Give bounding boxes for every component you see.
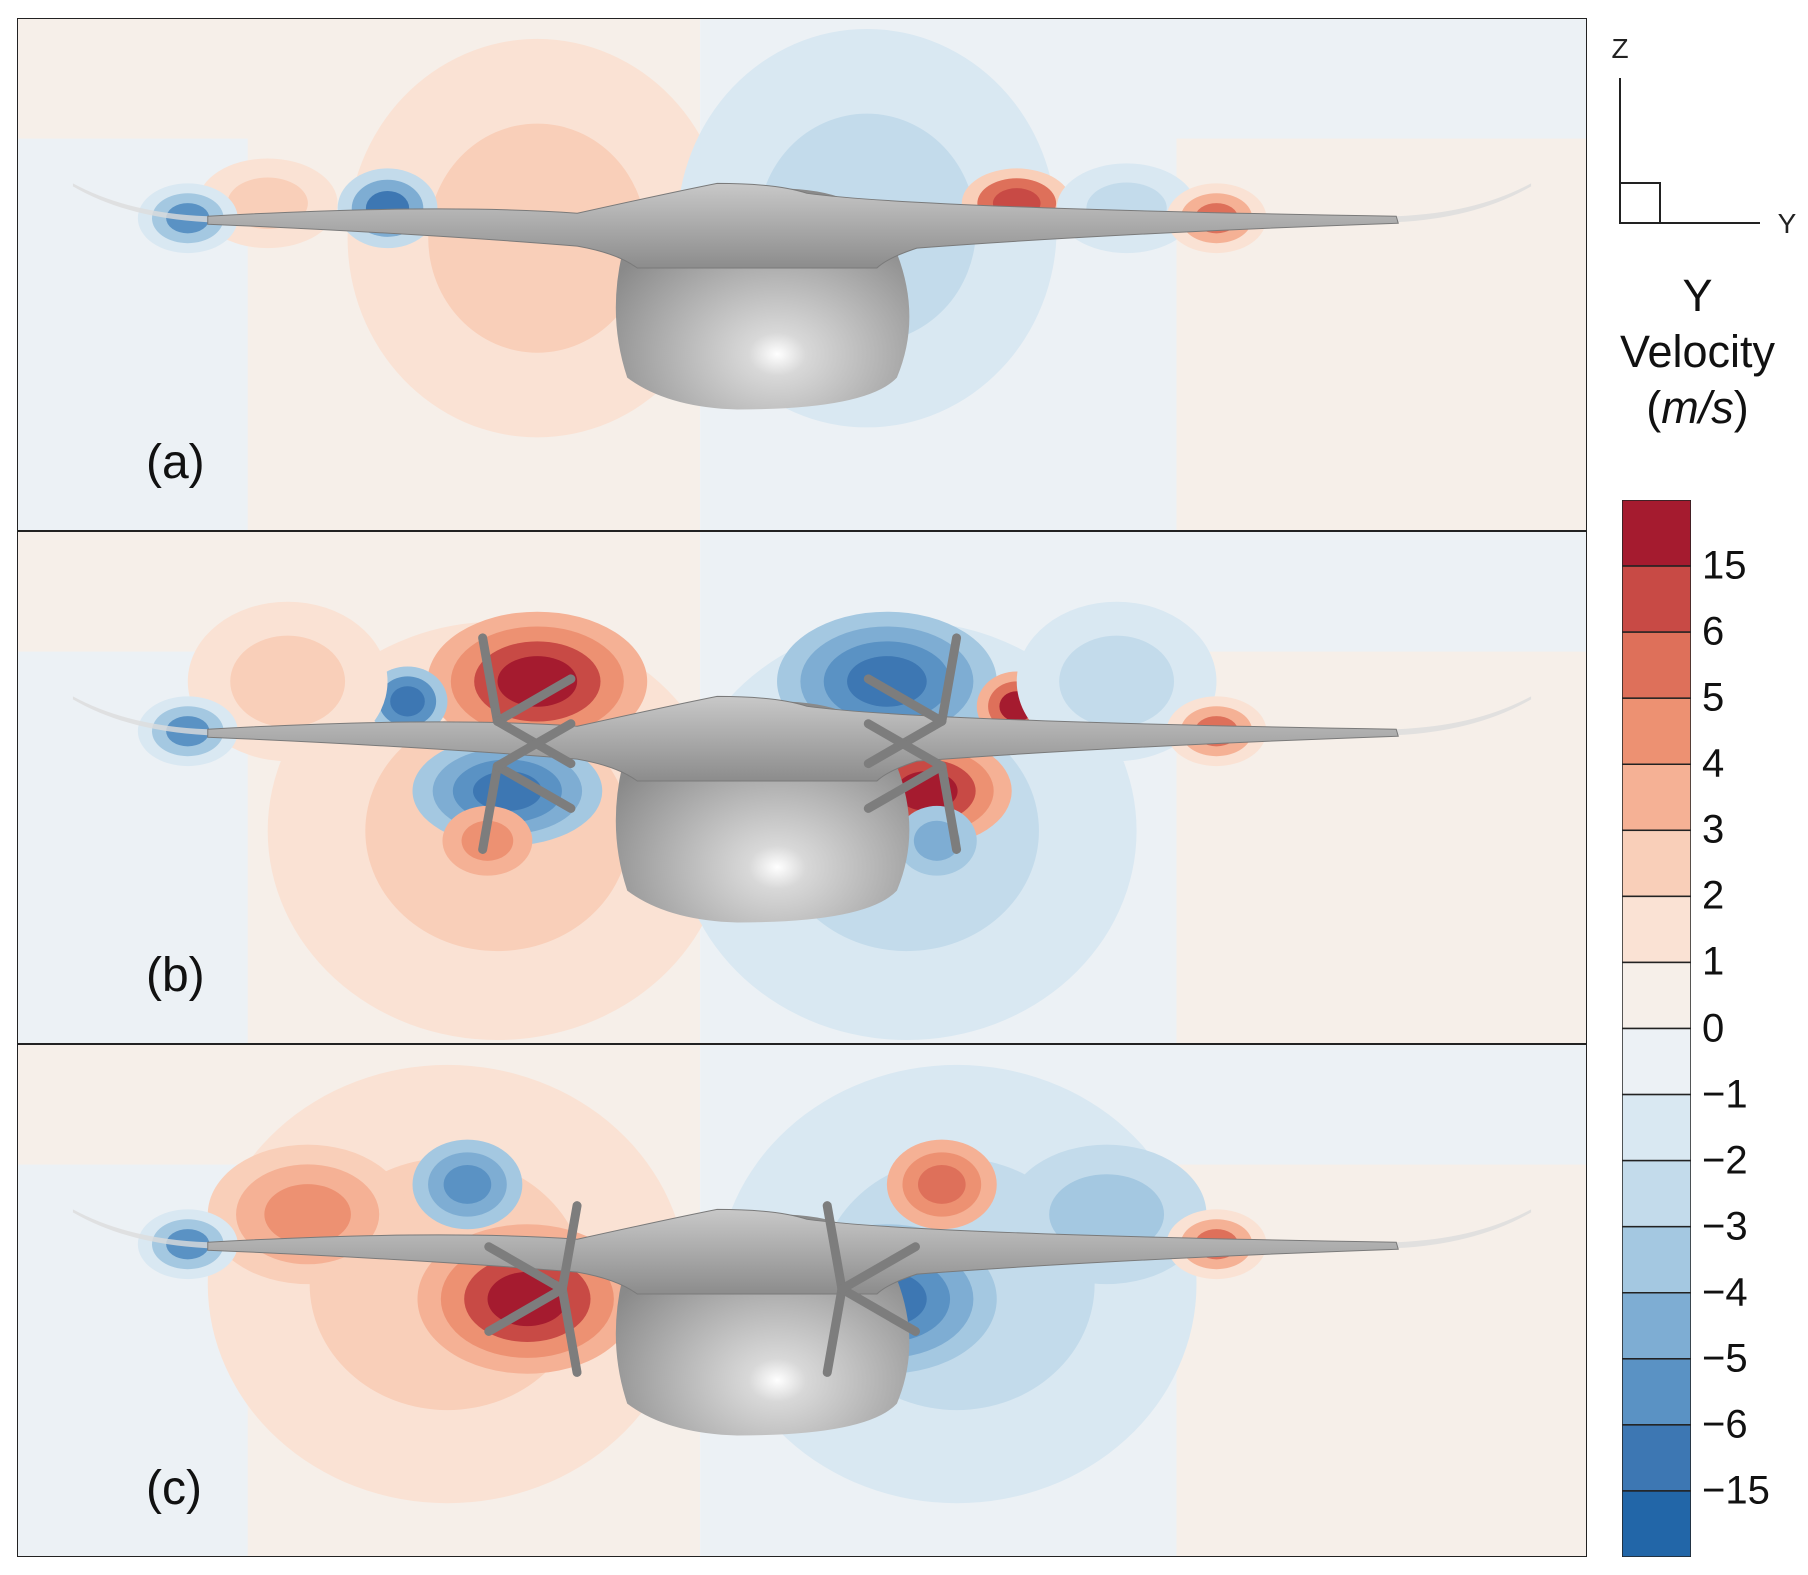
main-wing [207,1208,1399,1295]
colorbar-tick-label: 15 [1702,543,1747,588]
contour-band [390,686,425,717]
colorbar-title-line1: Y [1682,270,1713,321]
contour-plot-a [18,19,1586,530]
colorbar-level [1622,500,1691,567]
colorbar-tick-label: 1 [1702,939,1725,984]
wingtip-left [72,696,208,736]
panel-label-b: (b) [146,949,205,1002]
contour-plot-b [18,532,1586,1043]
rotor-blade [492,761,576,813]
colorbar-level [1622,697,1691,765]
colorbar-tick-label: 0 [1702,1006,1725,1050]
rotor-blade [557,1284,582,1377]
colorbar-tick-label: −5 [1702,1336,1748,1381]
colorbar-level [1622,1424,1691,1492]
contour-band [472,771,542,811]
colorbar-level [1622,1093,1691,1162]
rotor-blade [492,719,576,771]
colorbar-level [1622,1358,1691,1426]
contour-band [913,820,960,861]
colorbar-labels: 15 6 5 4 3 2 1 0 −1 −2 −3 −4 −5 −6 −15 [1702,500,1802,1557]
wingtip-right [1396,1209,1532,1249]
colorbar-tick-label: 6 [1702,609,1725,654]
colorbar-level [1622,1292,1691,1360]
colorbar-level [1622,895,1691,964]
contour-panel-a: (a) [17,18,1587,531]
colorbar-units: m/s [1661,382,1734,433]
rotor-blade [557,1201,582,1294]
colorbar-level [1622,1159,1691,1228]
panel-label-c: (c) [146,1462,202,1515]
colorbar [1622,500,1691,1557]
axis-triad: Z Y [1611,33,1797,239]
rotor-blade [484,1242,567,1294]
rotor-blade [484,1284,567,1336]
rotor-blade [478,761,502,854]
rotor-blade [863,674,947,726]
wingtip-right [1396,696,1532,736]
rotor-blade [478,633,502,726]
contour-band [264,1184,351,1245]
colorbar-tick-label: −15 [1702,1468,1770,1513]
colorbar-tick-label: 5 [1702,675,1725,720]
axis-label-y: Y [1778,208,1797,239]
main-wing [207,695,1399,782]
colorbar-tick-label: 3 [1702,807,1725,852]
contour-panel-c: (c) [17,1044,1587,1557]
wingtip-right [1396,183,1532,223]
rotor-blade [822,1284,847,1377]
rotor-blade [492,674,576,726]
colorbar-level [1622,1225,1691,1294]
colorbar-level [1622,631,1691,699]
colorbar-tick-label: −1 [1702,1072,1748,1117]
colorbar-title: Y Velocity (m/s) [1590,268,1805,436]
colorbar-level [1622,961,1691,1030]
rotor-blade [822,1201,847,1294]
contour-band [847,656,927,707]
rotor-blade [837,1242,920,1294]
colorbar-level [1622,1490,1691,1557]
contour-panel-b: (b) [17,531,1587,1044]
contour-band [443,1165,492,1204]
colorbar-title-units: (m/s) [1646,382,1749,433]
panel-label-a: (a) [146,436,205,489]
aircraft-c [72,1201,1532,1436]
wingtip-left [72,1209,208,1249]
rotor-blade [937,633,962,726]
contour-band [1059,635,1175,728]
contour-band [1049,1174,1165,1255]
contour-band [497,656,578,707]
contour-band [230,635,346,728]
colorbar-tick-label: 4 [1702,741,1725,786]
colorbar-tick-label: −3 [1702,1204,1748,1249]
contour-plot-c [18,1045,1586,1556]
rotor-blade [863,761,947,813]
colorbar-level [1622,829,1691,898]
wingtip-left [72,183,208,223]
colorbar-tick-label: −4 [1702,1270,1748,1315]
contour-band [918,1165,966,1204]
colorbar-tick-label: −2 [1702,1138,1748,1183]
aircraft-b [72,633,1532,923]
rotor-blade [937,761,962,854]
rotor-blade [863,719,947,771]
colorbar-level [1622,565,1691,633]
axis-label-z: Z [1611,33,1628,64]
rotor-blade [837,1284,920,1336]
colorbar-level [1622,1027,1691,1096]
colorbar-title-line2: Velocity [1619,326,1776,377]
main-wing [207,182,1399,269]
colorbar-tick-label: 2 [1702,873,1725,918]
colorbar-tick-label: −6 [1702,1402,1748,1447]
aircraft-a [72,182,1532,410]
colorbar-level [1622,763,1691,832]
